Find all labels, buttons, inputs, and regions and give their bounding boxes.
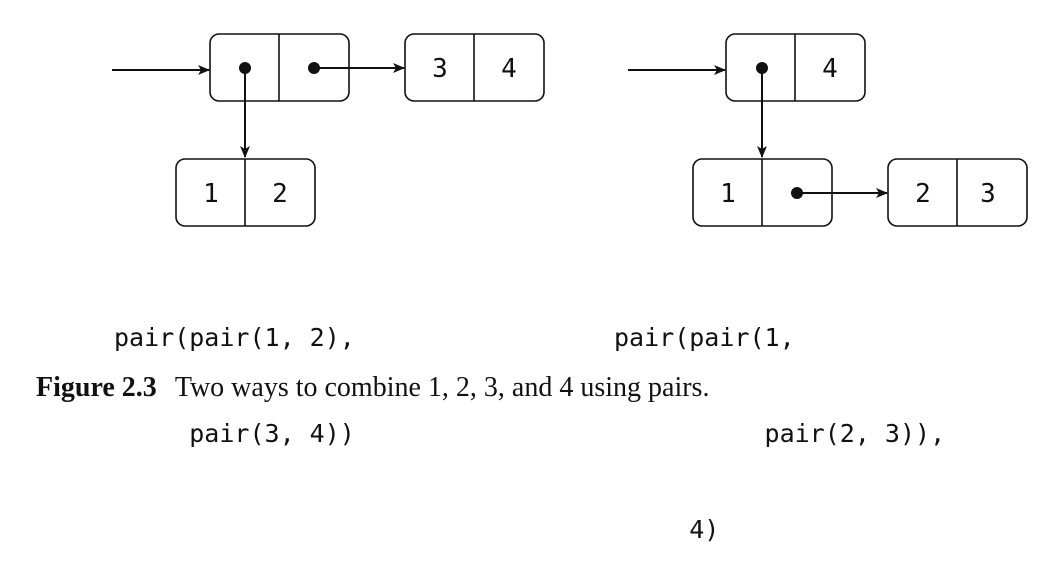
right-outer-pair: 4	[725, 33, 866, 102]
left-cdr-pair-car: 3	[432, 54, 448, 84]
figure-label: Figure 2.3	[36, 372, 157, 403]
right-code-listing: pair(pair(1, pair(2, 3)), 4)	[614, 258, 945, 578]
right-outer-pair-cdr: 4	[822, 54, 838, 84]
figure-caption-text: Two ways to combine 1, 2, 3, and 4 using…	[174, 372, 710, 403]
right-nested-pair: 2 3	[887, 158, 1028, 227]
left-cdr-pair: 3 4	[404, 33, 545, 102]
left-car-pair-car: 1	[203, 179, 219, 209]
left-code-listing: pair(pair(1, 2), pair(3, 4))	[114, 258, 355, 482]
figure-caption: Figure 2.3 Two ways to combine 1, 2, 3, a…	[36, 372, 709, 404]
left-code-line-2: pair(3, 4))	[114, 419, 355, 448]
right-nested-pair-cdr: 3	[980, 179, 996, 209]
right-diagram: 4 1 2 3	[628, 33, 1028, 227]
right-nested-pair-car: 2	[915, 179, 931, 209]
left-cdr-pair-cdr: 4	[501, 54, 517, 84]
left-diagram: 3 4 1 2	[112, 33, 545, 227]
right-code-line-1: pair(pair(1,	[614, 323, 795, 352]
right-code-line-3: 4)	[614, 515, 720, 544]
right-code-line-2: pair(2, 3)),	[614, 419, 946, 448]
left-car-pair: 1 2	[175, 158, 316, 227]
box-pointer-diagram: 3 4 1 2 4 1	[112, 33, 1028, 227]
right-car-pair-car: 1	[720, 179, 736, 209]
left-car-pair-cdr: 2	[272, 179, 288, 209]
left-code-line-1: pair(pair(1, 2),	[114, 323, 355, 352]
